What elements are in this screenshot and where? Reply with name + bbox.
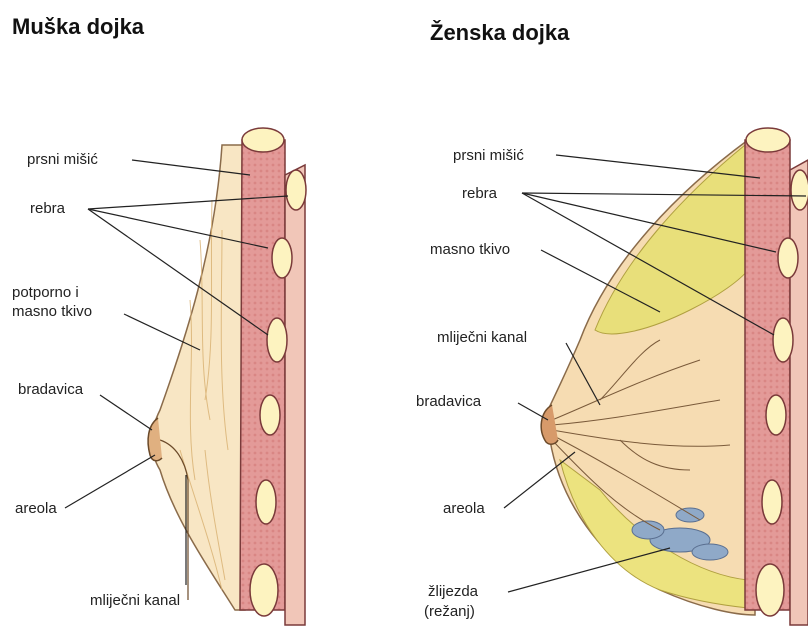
female-label-areola: areola [443, 499, 485, 518]
male-label-duct: mliječni kanal [90, 591, 180, 610]
female-label-muscle: prsni mišić [453, 146, 524, 165]
female-label-gland-1: žlijezda [428, 582, 478, 601]
female-label-fat: masno tkivo [430, 240, 510, 259]
male-label-ribs: rebra [30, 199, 65, 218]
female-label-ribs: rebra [462, 184, 497, 203]
male-label-nipple: bradavica [18, 380, 83, 399]
female-label-nipple: bradavica [416, 392, 481, 411]
male-label-support-2: masno tkivo [12, 302, 92, 321]
female-muscle [745, 140, 790, 610]
female-label-duct: mliječni kanal [437, 328, 527, 347]
female-label-gland-2: (režanj) [424, 602, 475, 621]
male-tissue [152, 145, 245, 610]
female-breast-illustration [541, 128, 808, 625]
male-label-support-1: potporno i [12, 283, 79, 302]
male-breast-illustration [148, 128, 306, 625]
male-muscle [240, 140, 285, 610]
male-label-areola: areola [15, 499, 57, 518]
male-label-muscle: prsni mišić [27, 150, 98, 169]
